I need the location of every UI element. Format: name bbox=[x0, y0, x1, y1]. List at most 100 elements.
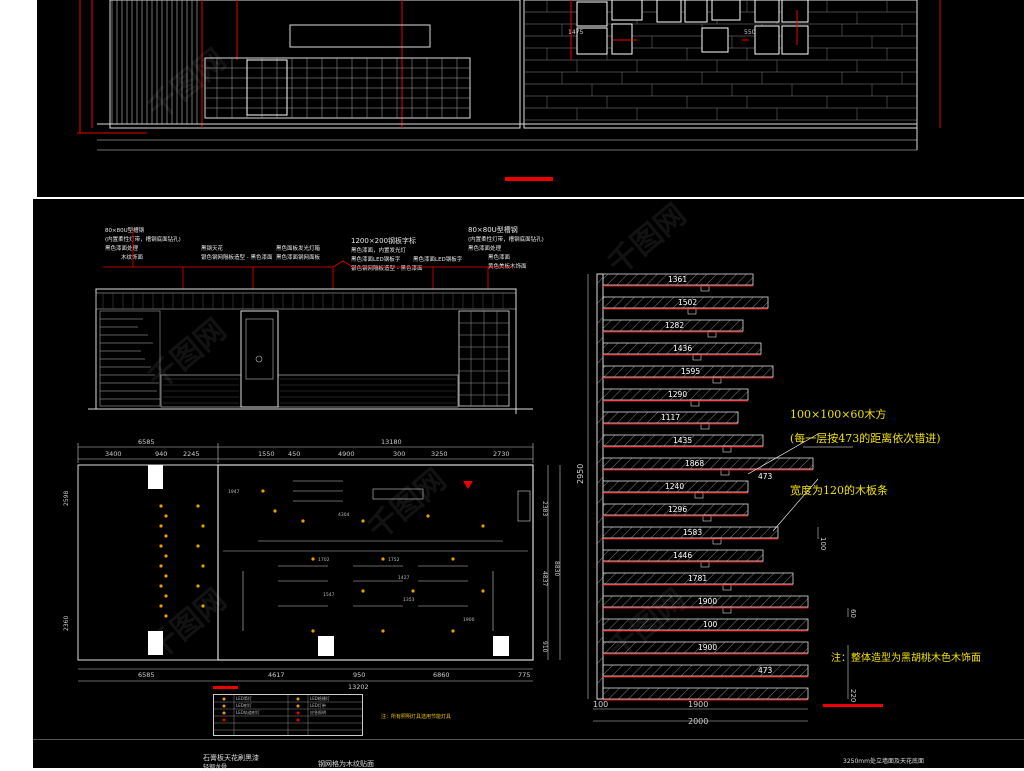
legend-row-1: LED筒灯 bbox=[236, 696, 252, 701]
callout-7: 黑色面板发光灯箱 bbox=[276, 244, 321, 252]
legend-row-6: 应急照明 bbox=[310, 710, 326, 715]
section-dim-220: 220 bbox=[849, 689, 857, 702]
dim-inner-1353: 1353 bbox=[403, 597, 415, 603]
tread-label-15: 1781 bbox=[688, 574, 707, 583]
callout-4: 木纹饰面 bbox=[121, 253, 144, 261]
callout-16: 黑色漆面处理 bbox=[468, 244, 502, 252]
note-timber: 100×100×60木方 bbox=[790, 408, 887, 421]
tread-label-18: 1900 bbox=[698, 643, 717, 652]
dim-bottom-950: 950 bbox=[353, 671, 365, 679]
callout-2: (内置柔性灯带，槽钢底面钻孔) bbox=[105, 235, 181, 243]
dim-top-1550: 1550 bbox=[258, 450, 275, 458]
section-dim-100: 100 bbox=[819, 537, 827, 550]
dim-bottom-775: 775 bbox=[518, 671, 530, 679]
tread-label-6: 1290 bbox=[668, 390, 687, 399]
dim-bottom-6585: 6585 bbox=[138, 671, 155, 679]
floor-plan-drawing: 6585 13180 3400 940 2245 1550 450 4900 3… bbox=[63, 438, 561, 691]
section-height-dim: 2950 bbox=[576, 464, 585, 484]
note-width: 宽度为120的木板条 bbox=[790, 484, 888, 497]
dim-bottom-6860: 6860 bbox=[433, 671, 450, 679]
callout-10: 黑色漆面，内置发光灯 bbox=[351, 246, 407, 254]
callout-1: 80×80U型槽钢 bbox=[105, 226, 145, 234]
dim-inner-1702: 1702 bbox=[318, 557, 330, 563]
tread-label-10: 473 bbox=[758, 472, 773, 481]
callout-13: 黑色漆面LED钢板字 bbox=[413, 255, 463, 263]
legend-row-2: LED射灯 bbox=[236, 703, 252, 708]
callout-17: 黑色漆面 bbox=[488, 253, 511, 261]
tread-label-11: 1240 bbox=[665, 482, 684, 491]
callout-6: 银色钢网隔板造型 - 黑色漆面 bbox=[201, 253, 273, 261]
tread-label-17: 100 bbox=[703, 620, 718, 629]
section-dim-bottom-2000: 2000 bbox=[688, 717, 708, 726]
tread-label-5: 1595 bbox=[681, 367, 700, 376]
lighting-legend: LED筒灯 LED射灯 LED轨道射灯 LED格栅灯 LED灯带 应急照明 bbox=[213, 694, 363, 736]
dim-inner-1547: 1547 bbox=[323, 592, 335, 598]
legend-row-4: LED格栅灯 bbox=[310, 696, 330, 701]
dim-left-2360: 2360 bbox=[63, 616, 70, 631]
dim-right-4837: 4837 bbox=[541, 571, 548, 586]
note-timber-sub: (每一层按473的距离依次错进) bbox=[790, 432, 941, 445]
dim-top-3400: 3400 bbox=[105, 450, 122, 458]
left-margin bbox=[0, 0, 33, 768]
section-dim-60: 60 bbox=[849, 609, 857, 618]
dim-top-13180: 13180 bbox=[381, 438, 402, 446]
callout-18: 黄色美板木饰面 bbox=[488, 262, 527, 270]
top-elevation-drawing: 1475 550 bbox=[77, 0, 941, 181]
bottom-text-left: 石膏板天花刷黑漆 bbox=[203, 754, 259, 762]
section-dim-bottom-1900: 1900 bbox=[688, 700, 708, 709]
tread-label-13: 1583 bbox=[683, 528, 702, 537]
dim-top-2245: 2245 bbox=[183, 450, 200, 458]
dim-top-300: 300 bbox=[393, 450, 405, 458]
dim-top-2730: 2730 bbox=[493, 450, 510, 458]
legend-note: 注：所有照明灯具选用节能灯具 bbox=[381, 714, 452, 720]
dim-bottom-4617: 4617 bbox=[268, 671, 285, 679]
timber-section-drawing: 2950 bbox=[576, 273, 857, 726]
legend-row-5: LED灯带 bbox=[310, 703, 326, 708]
tread-label-4: 1436 bbox=[673, 344, 692, 353]
dim-top-4900: 4900 bbox=[338, 450, 355, 458]
top-elevation-sheet: 1475 550 bbox=[37, 0, 1024, 197]
legend-table-svg bbox=[214, 695, 362, 735]
callout-15: (内置柔性灯带，槽钢底面钻孔) bbox=[468, 235, 544, 243]
tread-label-16: 1900 bbox=[698, 597, 717, 606]
callout-9: 1200×200钢板字标 bbox=[351, 236, 416, 245]
dim-top-6585: 6585 bbox=[138, 438, 155, 446]
tread-label-8: 1435 bbox=[673, 436, 692, 445]
dim-top-450: 450 bbox=[288, 450, 300, 458]
back-elevation-drawing: 80×80U型槽钢 (内置柔性灯带，槽钢底面钻孔) 黑色漆面处理 木纹饰面 黑钢… bbox=[88, 225, 544, 414]
dim-right-2383: 2383 bbox=[541, 501, 548, 516]
dim-inner-1427: 1427 bbox=[398, 575, 410, 581]
tread-label-19: 473 bbox=[758, 666, 773, 675]
note-main: 注：整体造型为黑胡桃木色木饰面 bbox=[831, 653, 981, 664]
tread-label-7: 1117 bbox=[661, 413, 680, 422]
tread-label-12: 1296 bbox=[668, 505, 687, 514]
callout-12: 银色钢网隔板造型 - 黑色漆面 bbox=[351, 264, 423, 272]
callout-5: 黑钢天花 bbox=[201, 244, 224, 252]
section-dim-bottom-100: 100 bbox=[593, 700, 608, 709]
title-bar-section bbox=[823, 704, 883, 707]
callout-11: 黑色漆面LED钢板字 bbox=[351, 255, 401, 263]
dim-inner-1752: 1752 bbox=[388, 557, 400, 563]
callout-14: 80×80U型槽钢 bbox=[468, 225, 518, 234]
callout-8: 黑色漆面钢网面板 bbox=[276, 253, 321, 261]
dim-right-8830: 8830 bbox=[553, 561, 560, 576]
bottom-text-mid: 钢网格为木纹贴面 bbox=[318, 760, 374, 768]
tread-label-9: 1868 bbox=[685, 459, 704, 468]
dim-inner-1900: 1900 bbox=[463, 617, 475, 623]
dim-right-910: 910 bbox=[541, 641, 548, 653]
bottom-divider bbox=[33, 739, 1024, 740]
dim-top-3250: 3250 bbox=[431, 450, 448, 458]
bottom-text-left-2: 轻钢龙骨 bbox=[203, 764, 228, 771]
title-bar-plan-left bbox=[213, 686, 238, 689]
dim-top-940: 940 bbox=[155, 450, 167, 458]
dim-inner-4304: 4304 bbox=[338, 512, 350, 518]
dim-bottom-13202: 13202 bbox=[348, 683, 369, 691]
dim-left-2598: 2598 bbox=[63, 491, 70, 506]
legend-row-3: LED轨道射灯 bbox=[236, 710, 260, 715]
callout-3: 黑色漆面处理 bbox=[105, 244, 139, 252]
tread-label-1: 1361 bbox=[668, 275, 687, 284]
tread-label-2: 1502 bbox=[678, 298, 697, 307]
dim-inner-1947: 1947 bbox=[228, 489, 240, 495]
tread-label-3: 1282 bbox=[665, 321, 684, 330]
bottom-text-right: 3250mm处立墙面及天花底面 bbox=[843, 758, 924, 765]
